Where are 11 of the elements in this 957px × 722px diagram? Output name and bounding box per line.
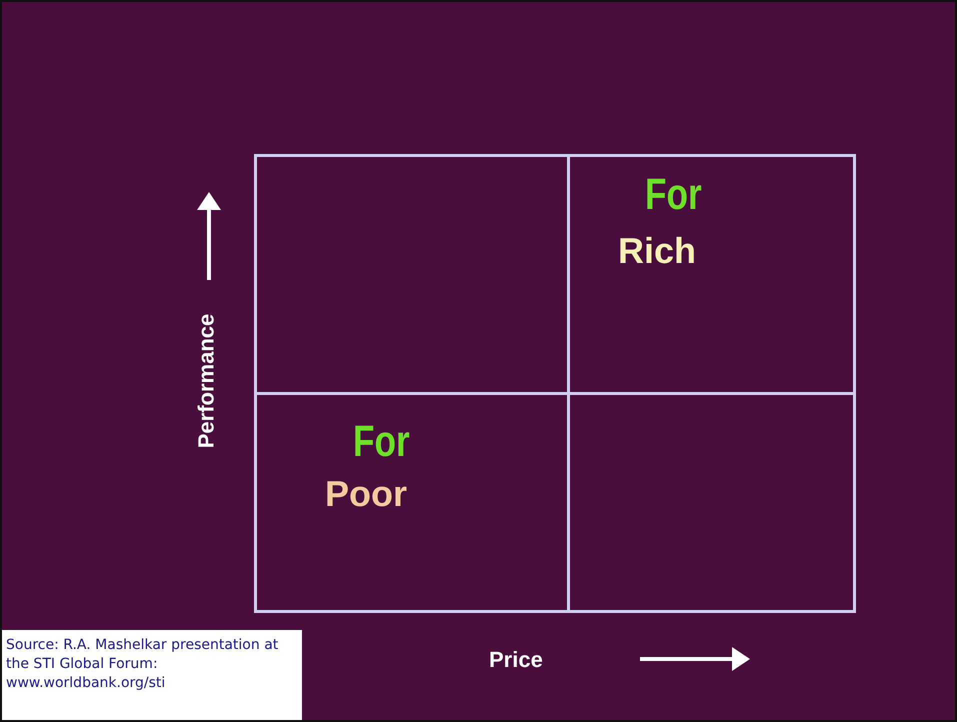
source-note: Source: R.A. Mashelkar presentation at the STI Global Forum: www.worldbank.org/sti	[2, 630, 302, 720]
axis-label: Performance	[193, 314, 220, 448]
quadrant-cell	[567, 392, 856, 613]
quadrant-cell	[254, 154, 570, 395]
quadrant-label: Rich	[618, 230, 696, 272]
axis-label: Price	[489, 647, 543, 673]
quadrant-heading: For	[645, 170, 702, 220]
quadrant-heading: For	[353, 417, 410, 467]
quadrant-cell	[567, 154, 856, 395]
quadrant-cell	[254, 392, 570, 613]
quadrant-label: Poor	[325, 473, 408, 515]
